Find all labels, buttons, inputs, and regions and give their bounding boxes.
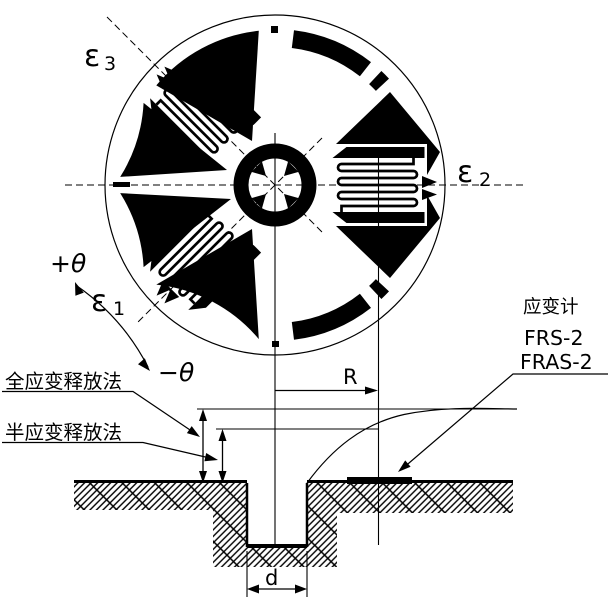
e2-arrowhead <box>422 176 437 188</box>
label-diameter-d: d <box>265 566 278 590</box>
dimension-d <box>246 551 308 597</box>
release-depth-arrows <box>199 409 227 483</box>
tick-top-right <box>369 71 389 91</box>
arc-band-bottom-right <box>291 293 371 340</box>
gauge-tab <box>150 198 216 272</box>
label-epsilon1: ε <box>91 284 107 319</box>
strain-distribution-curve <box>306 407 518 484</box>
e3-arrowhead <box>164 66 180 82</box>
sector-right-lower <box>336 195 440 278</box>
theta-arc <box>75 282 150 371</box>
label-radius-R: R <box>343 365 358 389</box>
alignment-mark-top <box>271 26 278 33</box>
d-arrowhead-left <box>247 584 259 594</box>
arc-band-top-right <box>291 30 371 77</box>
R-arrowhead <box>365 386 378 395</box>
gauge-tab <box>188 244 262 310</box>
labels: ε 3 ε 2 ε 1 +θ −θ 全应变释放法 半应变释放法 应变计 FRS-… <box>5 39 593 590</box>
label-full-release: 全应变释放法 <box>5 370 122 393</box>
full-release-leader <box>2 390 197 435</box>
d-arrowhead-right <box>295 584 307 594</box>
label-gauge-model-fras2: FRAS-2 <box>520 350 593 374</box>
gauge-tab <box>188 60 262 126</box>
gauge-callout-leader <box>401 373 608 470</box>
cross-section <box>74 477 513 567</box>
theta-arc-arrowhead-top <box>75 282 84 296</box>
e1-arrowhead <box>164 288 180 304</box>
center-ring-notches <box>251 161 299 209</box>
label-epsilon1-sub: 1 <box>113 298 125 320</box>
axis-arrowheads <box>156 66 437 304</box>
label-gauge-title: 应变计 <box>523 297 579 318</box>
e1-arrowhead <box>156 280 172 296</box>
half-release-leader <box>2 441 215 460</box>
label-plus-theta: +θ <box>50 249 86 278</box>
label-half-release: 半应变释放法 <box>5 421 122 444</box>
e3-arrowhead <box>156 74 172 90</box>
label-leaders <box>2 373 608 472</box>
dimension-R <box>275 386 378 395</box>
theta-arc-arrowhead-bottom <box>138 358 150 371</box>
gauge-tab <box>150 98 216 172</box>
label-epsilon2: ε <box>457 155 473 190</box>
e2-arrowhead <box>422 189 437 200</box>
strain-gauge-bar <box>347 477 412 484</box>
label-epsilon3: ε <box>84 39 100 74</box>
label-gauge-model-frs2: FRS-2 <box>524 326 584 350</box>
label-epsilon3-sub: 3 <box>104 53 116 75</box>
rosette-top-view <box>65 14 526 371</box>
label-minus-theta: −θ <box>158 358 194 387</box>
sector-right-upper <box>336 92 440 175</box>
label-epsilon2-sub: 2 <box>479 169 491 191</box>
rosette-black-sectors <box>113 26 440 347</box>
section-crosshatch <box>74 483 513 567</box>
